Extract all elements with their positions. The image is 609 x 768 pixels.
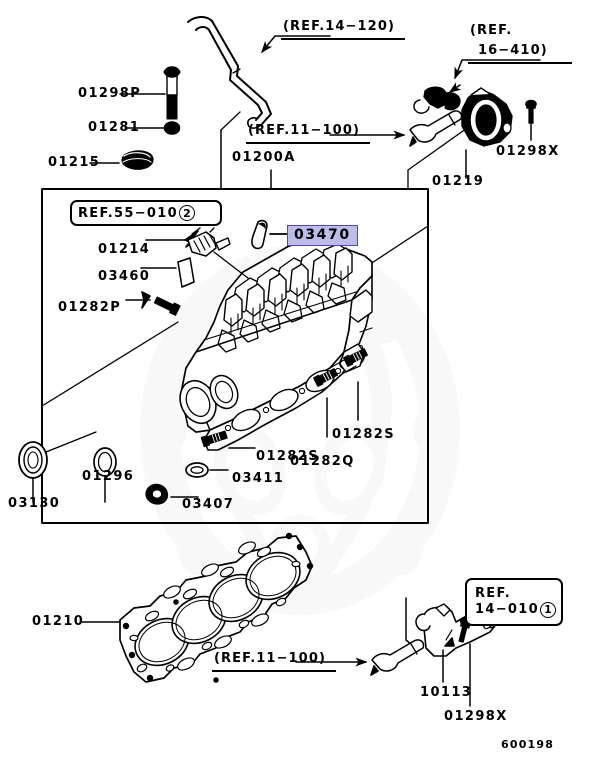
part-label-01282Q: 01282Q (290, 454, 355, 469)
part-label-03460: 03460 (98, 269, 151, 284)
diagram-footer-code: 600198 (501, 738, 555, 751)
part-label-01282P: 01282P (58, 300, 122, 315)
ref-label-11-100-top: (REF.11−100) (248, 123, 361, 138)
ref-box-55-010-circled-number: 2 (178, 205, 195, 221)
ref-label-11-100-top-underline (246, 142, 370, 144)
part-label-03130: 03130 (8, 496, 61, 511)
ref-label-16-410-underline (468, 62, 572, 64)
ref-box-14-010-text-line1: REF. (475, 585, 511, 601)
part-label-01214: 01214 (98, 242, 151, 257)
ref-label-14-120-underline (281, 38, 405, 40)
ref-label-14-120: (REF.14−120) (283, 19, 396, 34)
ref-box-14-010-text-line2: 14−010 (475, 602, 539, 617)
ref-label-11-100-bottom-underline (212, 670, 336, 672)
part-label-01298X-bottom: 01298X (444, 709, 508, 724)
part-label-01200A: 01200A (232, 150, 296, 165)
ref-box-55-010[interactable]: REF.55−010 2 (70, 200, 222, 226)
part-label-03411: 03411 (232, 471, 285, 486)
part-label-01210: 01210 (32, 614, 85, 629)
part-label-01281: 01281 (88, 120, 141, 135)
part-label-01296: 01296 (82, 469, 135, 484)
part-label-03407: 03407 (182, 497, 235, 512)
part-label-01215: 01215 (48, 155, 101, 170)
part-label-01298P: 01298P (78, 86, 142, 101)
part-label-01282S-right: 01282S (332, 427, 395, 442)
ref-label-16-410-line2: 16−410) (478, 43, 548, 58)
ref-label-11-100-bottom: (REF.11−100) (214, 651, 327, 666)
ref-box-55-010-text: REF.55−010 (78, 205, 178, 221)
part-label-01282S-mid: 01282S (256, 449, 319, 464)
part-label-01298X-top: 01298X (496, 144, 560, 159)
ref-box-14-010[interactable]: REF. 14−010 1 (465, 578, 563, 626)
part-label-01219: 01219 (432, 174, 485, 189)
ref-label-16-410-line1: (REF. (470, 23, 513, 38)
ref-box-14-010-circled-number: 1 (539, 602, 556, 619)
highlighted-part-number-03470[interactable]: 03470 (287, 225, 358, 246)
part-label-10113: 10113 (420, 685, 473, 700)
